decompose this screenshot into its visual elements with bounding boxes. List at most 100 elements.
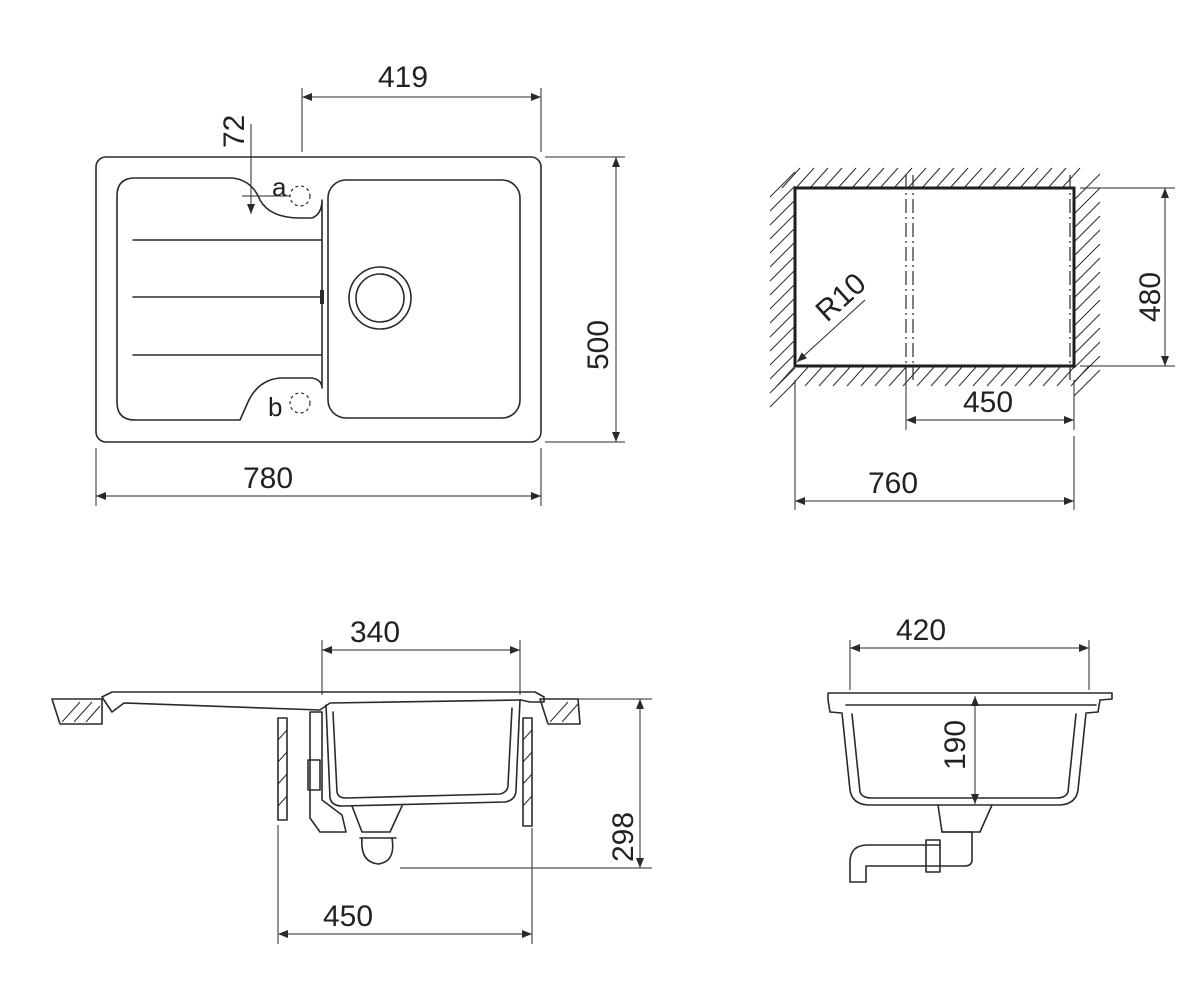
end-waste-body bbox=[937, 804, 993, 833]
bowl-outline bbox=[327, 179, 521, 419]
hatch-line bbox=[1073, 369, 1101, 397]
end-pipe-nut bbox=[925, 839, 941, 873]
hatch-line bbox=[1073, 229, 1101, 257]
hatch-line bbox=[888, 365, 908, 387]
drain-outer bbox=[348, 266, 412, 330]
hatch-line bbox=[769, 297, 796, 324]
cutout-outline bbox=[793, 186, 1076, 368]
hatch-line bbox=[930, 365, 950, 387]
hatch-line bbox=[769, 311, 796, 338]
hatch-line bbox=[1073, 327, 1101, 355]
hatch-line bbox=[769, 325, 796, 352]
hatch-line bbox=[769, 339, 796, 366]
hatch-line bbox=[1014, 365, 1034, 387]
hatch-line bbox=[935, 167, 955, 189]
end-bowl-inner bbox=[851, 713, 1077, 799]
hatch-line bbox=[1073, 341, 1101, 369]
hatch-line bbox=[851, 167, 871, 189]
side-view: 340 298 450 bbox=[51, 616, 652, 944]
hatch-line bbox=[1028, 365, 1048, 387]
hatch-line bbox=[865, 167, 885, 189]
hatch-line bbox=[1042, 365, 1062, 387]
hatch-line bbox=[818, 365, 838, 387]
hatch-line bbox=[769, 199, 796, 226]
hatch-line bbox=[809, 167, 829, 189]
hatch-line bbox=[769, 241, 796, 268]
hatch-line bbox=[949, 167, 969, 189]
hatch-line bbox=[1073, 285, 1101, 313]
tap-hole-a bbox=[289, 185, 311, 207]
hatch-line bbox=[1073, 271, 1101, 299]
hatch-line bbox=[832, 365, 852, 387]
hatch-line bbox=[804, 365, 824, 387]
bowl-outer bbox=[325, 699, 521, 807]
hatch-line bbox=[1073, 215, 1101, 243]
hatch-line bbox=[1073, 313, 1101, 341]
end-bowl-outer bbox=[827, 692, 1113, 806]
cabinet-wall-right bbox=[522, 717, 533, 827]
hatch-line bbox=[977, 167, 997, 189]
tap-hole-b bbox=[289, 392, 311, 414]
waste-body bbox=[351, 805, 403, 833]
overflow-slot bbox=[320, 290, 324, 304]
hatch-line bbox=[1073, 257, 1101, 285]
cabinet-wall-left bbox=[277, 717, 288, 821]
sink-rim bbox=[101, 691, 545, 713]
dim-end-depth: 190 bbox=[939, 720, 972, 770]
hatch-line bbox=[1056, 365, 1076, 387]
hatch-line bbox=[769, 227, 796, 254]
hatch-line bbox=[986, 365, 1006, 387]
dim-side-height: 298 bbox=[607, 812, 640, 862]
tap-hole-b-label: b bbox=[268, 392, 282, 422]
hatch-line bbox=[1073, 173, 1101, 201]
hatch-line bbox=[769, 367, 796, 394]
end-outlet-pipe bbox=[849, 844, 941, 883]
hatch-line bbox=[769, 381, 796, 408]
dim-end-width: 420 bbox=[896, 614, 946, 647]
tap-hole-a-label: a bbox=[272, 172, 287, 202]
hatch-line bbox=[916, 365, 936, 387]
waste-trap bbox=[361, 837, 394, 865]
hatch-line bbox=[769, 353, 796, 380]
hatch-line bbox=[769, 269, 796, 296]
hatch-line bbox=[1073, 355, 1101, 383]
hatch-line bbox=[769, 213, 796, 240]
dim-cutout-height: 480 bbox=[1134, 272, 1167, 322]
sink-outline bbox=[95, 156, 542, 443]
hatch-line bbox=[972, 365, 992, 387]
end-waste-trap bbox=[939, 831, 973, 867]
dim-cutout-width: 760 bbox=[868, 467, 918, 500]
dim-depth: 500 bbox=[582, 320, 615, 370]
hatch-line bbox=[1061, 167, 1081, 189]
dim-hole-offset: 72 bbox=[218, 115, 251, 148]
top-view: a b 419 72 500 780 bbox=[95, 61, 625, 506]
dim-radius: R10 bbox=[810, 267, 873, 328]
hatch-line bbox=[1047, 167, 1067, 189]
hatch-line bbox=[795, 167, 815, 189]
end-view: 420 190 bbox=[827, 614, 1113, 883]
hatch-line bbox=[837, 167, 857, 189]
hatch-line bbox=[769, 255, 796, 282]
worktop-left bbox=[51, 698, 103, 725]
hatch-line bbox=[769, 185, 796, 212]
hatch-line bbox=[1073, 243, 1101, 271]
dim-cabinet-width: 450 bbox=[323, 900, 373, 933]
hatch-line bbox=[991, 167, 1011, 189]
drain-inner bbox=[355, 273, 405, 323]
hatch-line bbox=[1033, 167, 1053, 189]
hatch-line bbox=[1073, 187, 1101, 215]
dim-width: 780 bbox=[243, 462, 293, 495]
hatch-line bbox=[769, 283, 796, 310]
hatch-line bbox=[1019, 167, 1039, 189]
hatch-line bbox=[963, 167, 983, 189]
hatch-line bbox=[958, 365, 978, 387]
cutout-view: R10 480 450 760 bbox=[769, 167, 1175, 510]
overflow-pipe bbox=[309, 711, 347, 833]
bowl-inner bbox=[332, 707, 513, 799]
hatching bbox=[769, 167, 1101, 408]
hatch-line bbox=[893, 167, 913, 189]
dim-cutout-bowl: 450 bbox=[963, 386, 1013, 419]
hatch-line bbox=[879, 167, 899, 189]
